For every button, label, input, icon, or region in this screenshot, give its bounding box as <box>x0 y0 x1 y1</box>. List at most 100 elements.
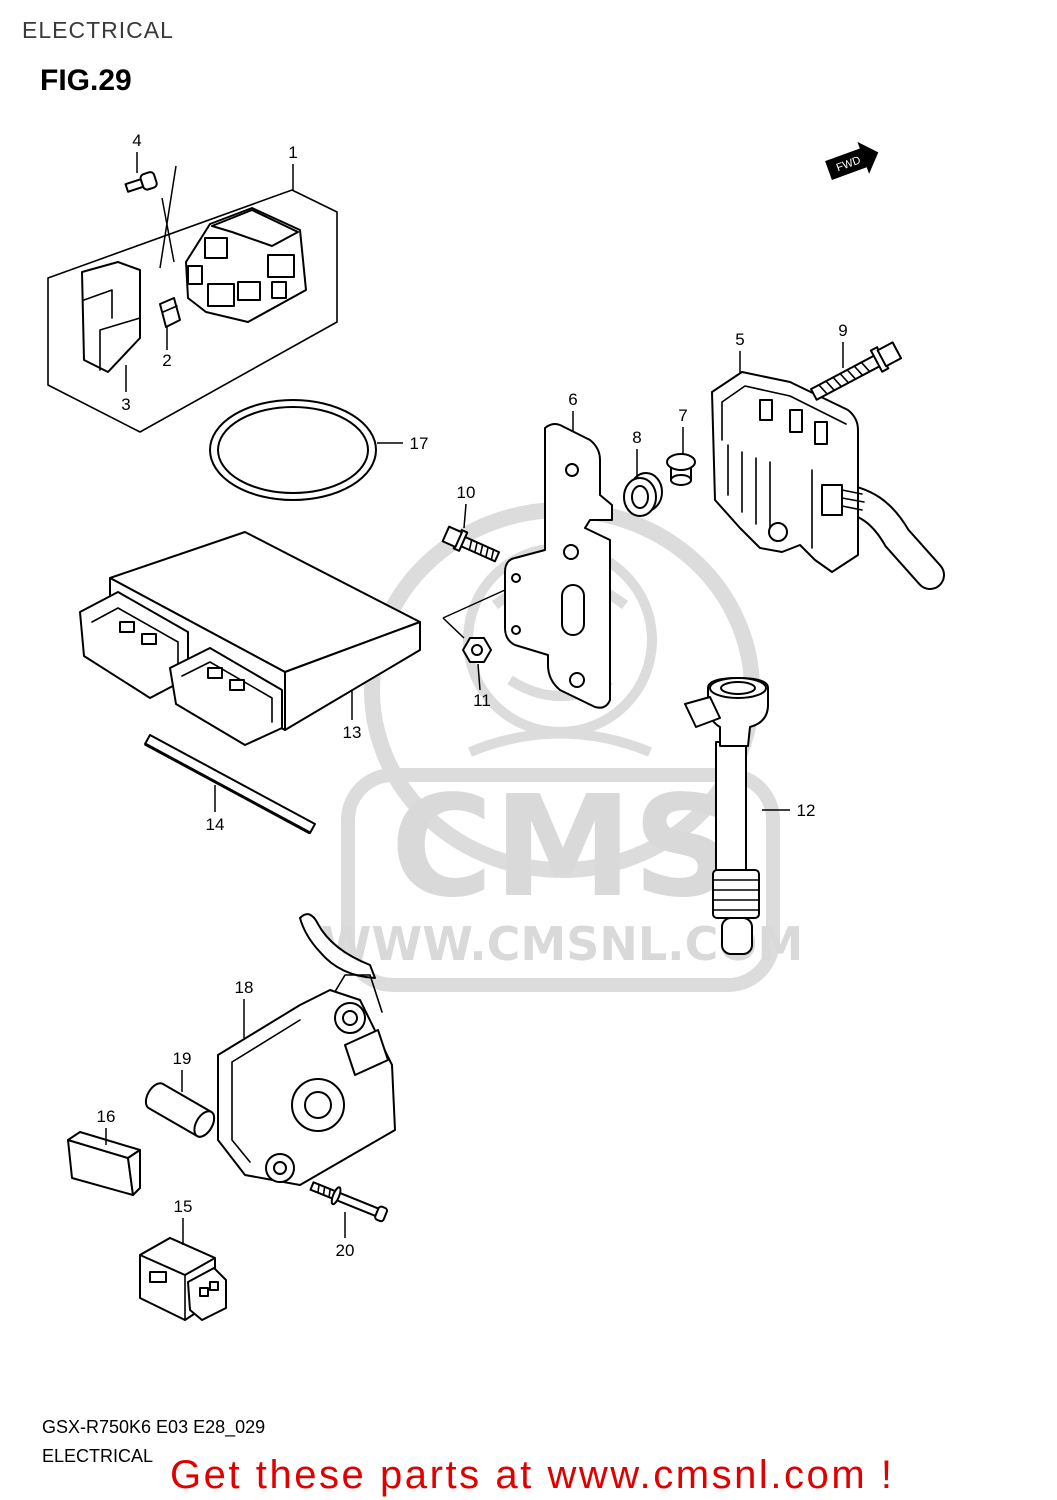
callout-7: 7 <box>678 406 688 454</box>
section-name: ELECTRICAL <box>42 1446 153 1466</box>
part-20-screw <box>309 1181 388 1223</box>
callout-number: 15 <box>174 1197 193 1216</box>
install-line <box>159 165 177 269</box>
part-6-bracket <box>504 423 613 709</box>
regulator-frame <box>721 385 847 441</box>
bolt-thread <box>818 361 871 395</box>
sensor-socket <box>344 1029 389 1076</box>
callout-14: 14 <box>206 785 225 834</box>
callout-number: 19 <box>173 1049 192 1068</box>
grommet-hole <box>631 485 649 509</box>
bracket-hole <box>511 573 521 583</box>
callout-number: 17 <box>410 434 429 453</box>
callout-number: 3 <box>121 395 130 414</box>
bracket-hole <box>563 544 579 560</box>
callout-number: 14 <box>206 815 225 834</box>
connector-2-latch <box>207 667 223 679</box>
install-line <box>442 589 506 619</box>
sensor-lever <box>299 913 376 979</box>
callout-2: 2 <box>162 326 172 370</box>
part-8-grommet <box>623 472 663 517</box>
page-title: ELECTRICAL <box>22 17 174 43</box>
screw-washer <box>330 1186 342 1206</box>
callout-number: 7 <box>678 406 687 425</box>
forward-arrow-icon: FWD <box>825 141 879 180</box>
callout-number: 4 <box>132 131 141 150</box>
callout-number: 8 <box>632 428 641 447</box>
callout-13: 13 <box>343 690 362 742</box>
coil-boot-ribs <box>712 879 760 911</box>
connector-1-latch <box>141 633 157 645</box>
strip-edge <box>144 742 311 835</box>
ecm-connector-2 <box>169 647 283 746</box>
regulator-rib <box>759 399 773 421</box>
callout-number: 5 <box>735 330 744 349</box>
watermark-logo-text: CMS <box>391 766 734 929</box>
collar-end <box>670 474 692 486</box>
callout-17: 17 <box>377 434 428 453</box>
part-3-cover <box>81 261 141 373</box>
part-9-bolt <box>810 341 903 401</box>
regulator-fins <box>727 444 813 549</box>
part-4-screw <box>124 171 158 193</box>
model-code: GSX-R750K6 E03 E28_029 <box>42 1417 265 1438</box>
screw-head <box>139 171 158 191</box>
coil-connector <box>684 696 721 728</box>
connector-pin <box>199 1287 209 1297</box>
part-17-o-ring <box>209 399 377 501</box>
part-2-fuse <box>159 297 181 328</box>
screw-shaft <box>309 1181 384 1219</box>
fuse-line <box>162 305 178 313</box>
block-side <box>127 1149 141 1196</box>
assembly-outline-box <box>47 189 338 433</box>
callout-number: 12 <box>797 801 816 820</box>
callout-15: 15 <box>174 1197 193 1245</box>
callout-number: 13 <box>343 723 362 742</box>
bracket-slot <box>561 584 585 636</box>
callout-20: 20 <box>336 1212 354 1260</box>
callout-18: 18 <box>235 978 254 1038</box>
nut-bore <box>471 644 483 656</box>
strip-body <box>144 734 316 834</box>
promo-text: Get these parts at www.cmsnl.com ! <box>170 1453 892 1497</box>
callout-4: 4 <box>132 131 142 173</box>
install-line <box>161 197 175 263</box>
bolt-head <box>876 341 903 368</box>
leader-line <box>477 663 481 691</box>
install-line <box>442 617 465 639</box>
part-14-cushion-strip <box>144 734 316 835</box>
connector-2-latch <box>229 679 245 691</box>
regulator-body <box>711 371 859 573</box>
connector-1-latch <box>119 621 135 633</box>
regulator-socket <box>821 484 843 516</box>
part-18-throttle-position-sensor <box>217 913 396 1186</box>
harness-wires <box>841 489 865 511</box>
callout-10: 10 <box>457 483 475 529</box>
callout-number: 11 <box>473 691 491 710</box>
relay-socket <box>267 254 295 278</box>
bolt-head <box>441 525 463 548</box>
part-10-bolt <box>441 525 501 563</box>
part-7-collar <box>666 453 696 486</box>
sensor-edges <box>231 1019 301 1163</box>
sensor-mount-hole <box>342 1010 358 1026</box>
bracket-hole <box>569 672 585 688</box>
regulator-mount-hole <box>768 522 788 542</box>
screw-head <box>374 1205 388 1223</box>
callout-number: 18 <box>235 978 254 997</box>
relay-top <box>211 209 299 247</box>
callout-12: 12 <box>762 801 815 820</box>
part-19-spacer <box>144 1082 216 1138</box>
callout-1: 1 <box>288 143 298 190</box>
relay-socket <box>207 283 235 307</box>
bracket-hole <box>565 463 579 477</box>
callout-number: 2 <box>162 351 171 370</box>
regulator-rib <box>789 409 803 433</box>
bracket-plate <box>504 423 613 709</box>
callout-16: 16 <box>97 1107 115 1145</box>
spacer-end <box>193 1110 216 1138</box>
connector-latch <box>149 1271 167 1283</box>
part-15-sensor-connector <box>139 1237 227 1321</box>
collar-flange <box>666 453 696 471</box>
watermark-banner <box>341 768 780 992</box>
